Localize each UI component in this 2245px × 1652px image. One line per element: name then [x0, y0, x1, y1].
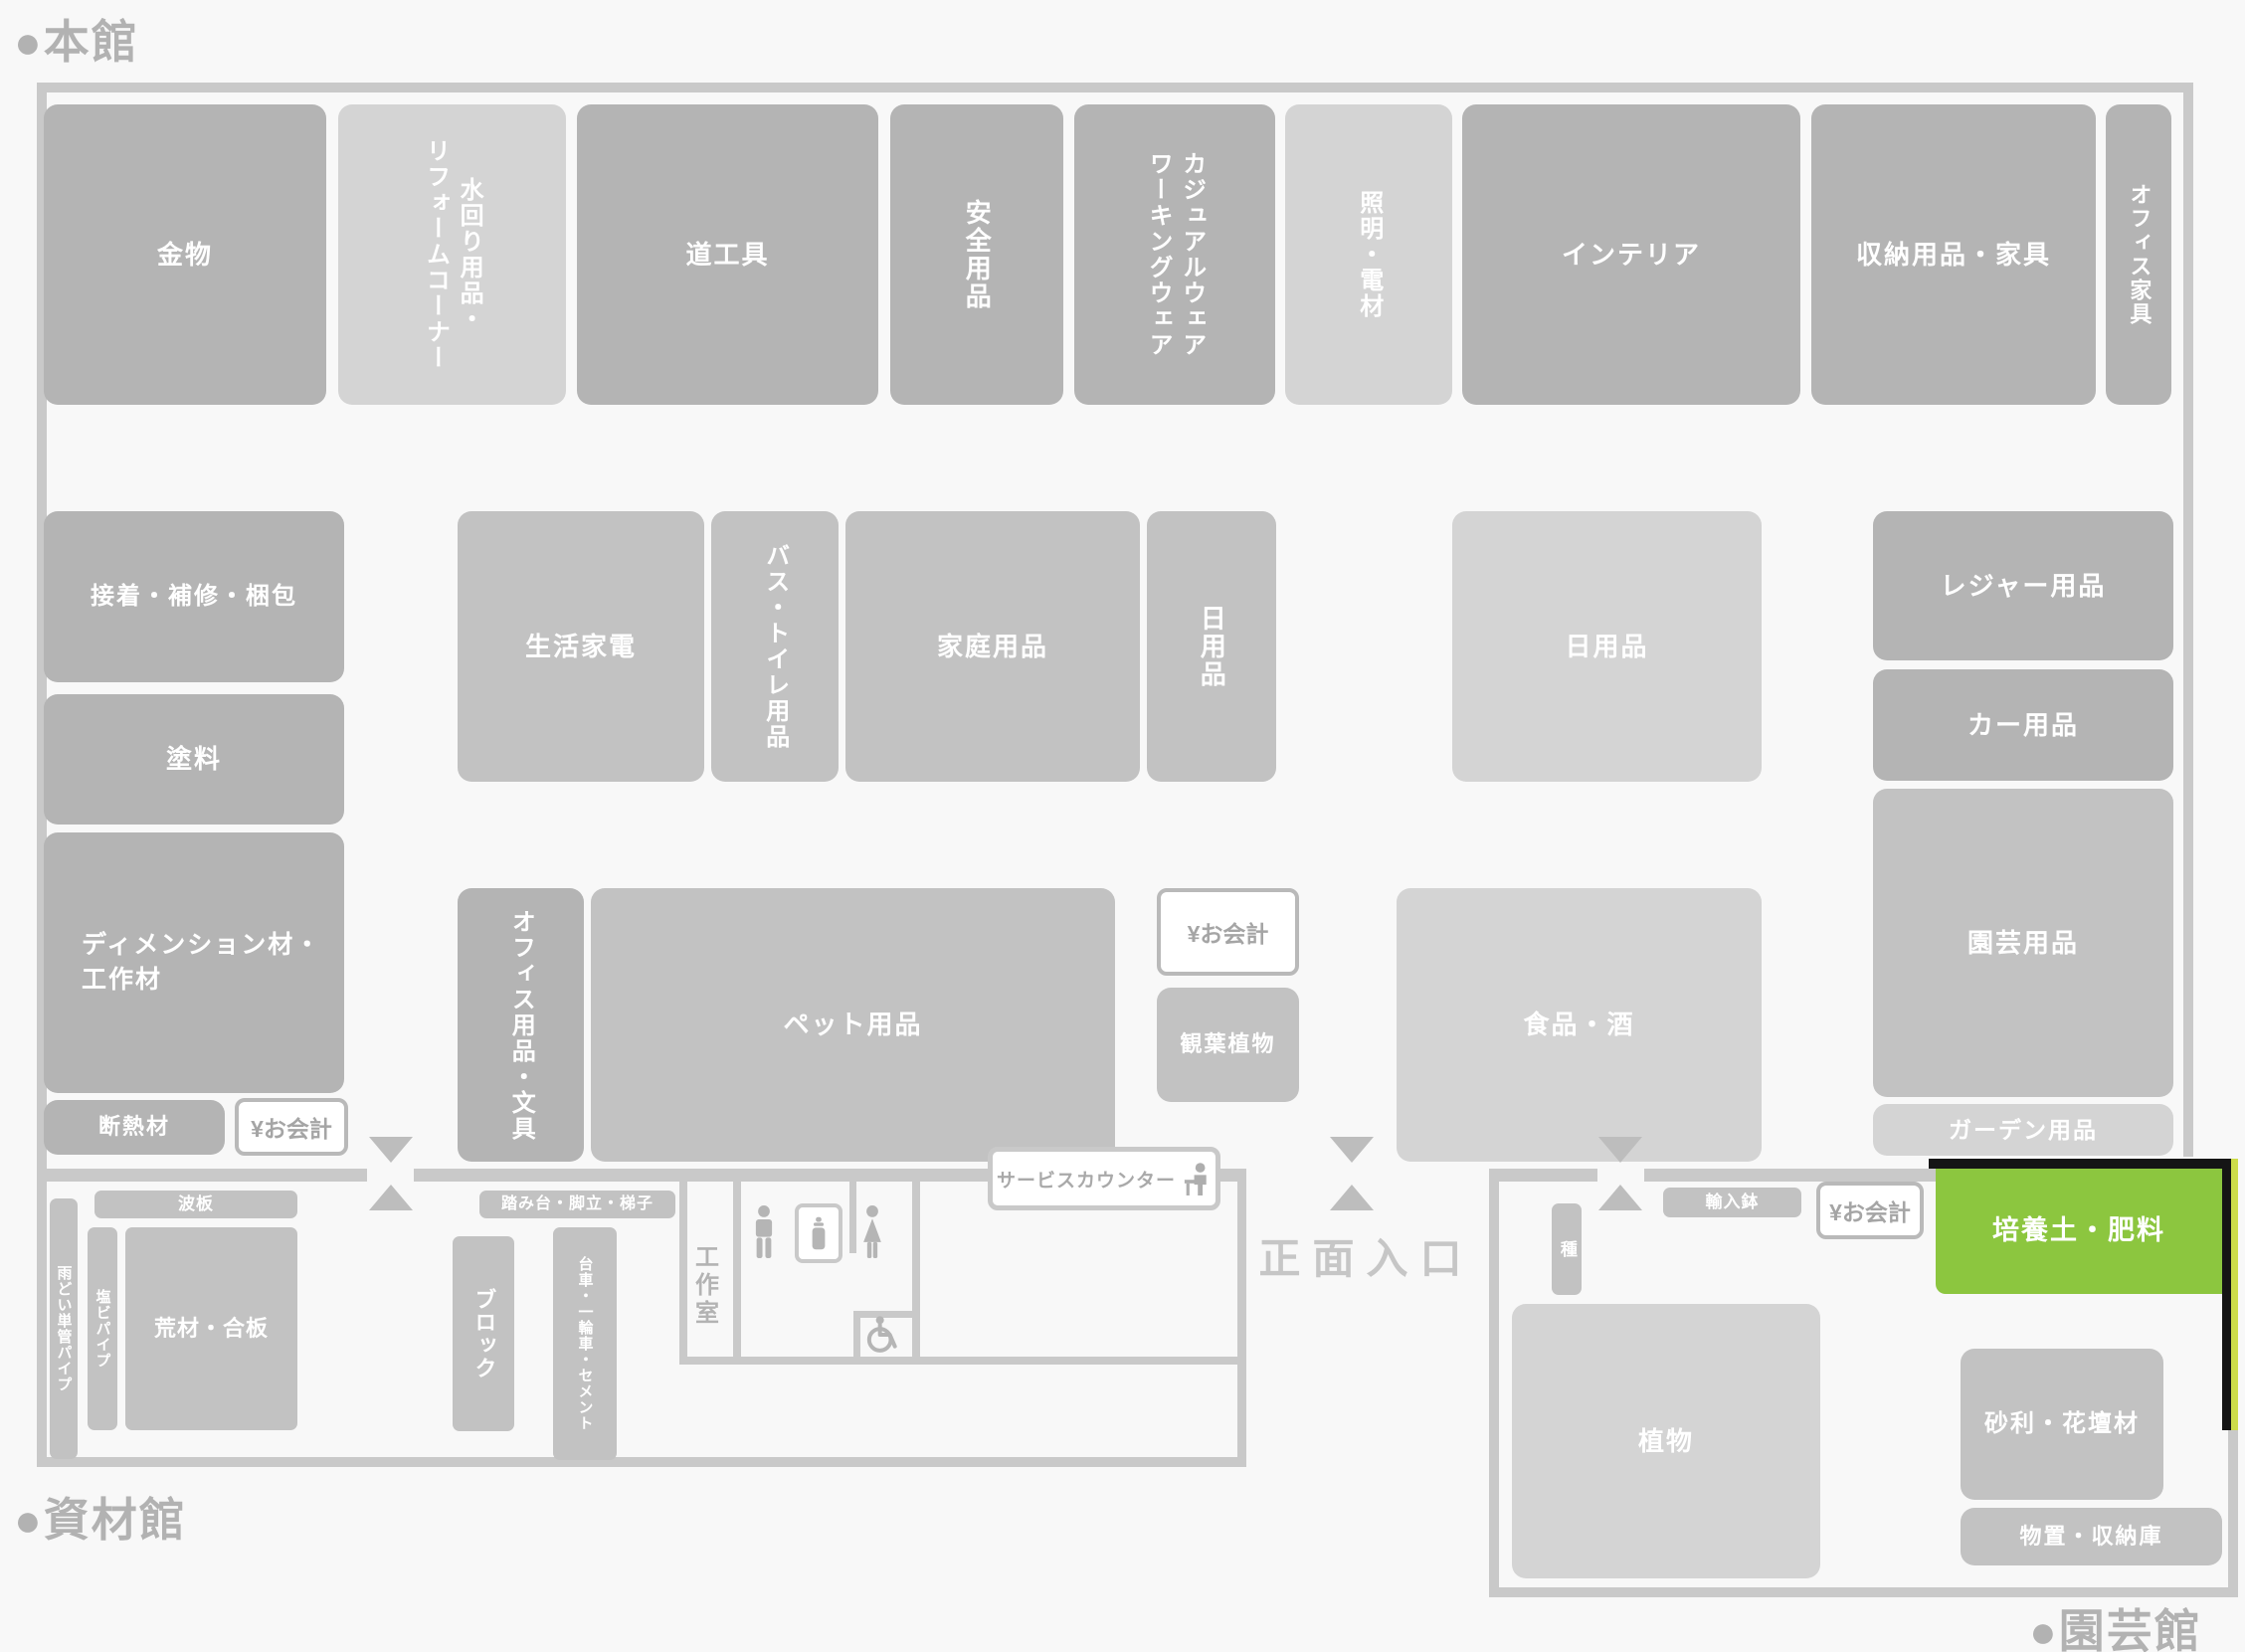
service-counter-label: サービスカウンター — [996, 1170, 1176, 1192]
dept-bath-toilet-goods[interactable]: バス・トイレ用品 — [711, 511, 839, 782]
dept-seeds[interactable]: 種 — [1552, 1203, 1582, 1295]
dept-gardening-goods[interactable]: 園芸用品 — [1873, 789, 2173, 1097]
dept-adhesives-repair-packing[interactable]: 接着・補修・梱包 — [44, 511, 344, 682]
outline-bottom-left — [37, 1457, 1246, 1467]
dept-storage-furniture[interactable]: 収納用品・家具 — [1811, 104, 2096, 405]
dept-lighting-electrical[interactable]: 照明・電材 — [1285, 104, 1452, 405]
outline-top — [37, 83, 2193, 92]
outline-left — [37, 83, 47, 1467]
dept-leisure-goods[interactable]: レジャー用品 — [1873, 511, 2173, 660]
dept-pet-supplies[interactable]: ペット用品 — [591, 888, 1115, 1162]
dept-pvc-pipes[interactable]: 塩ビパイプ — [88, 1227, 117, 1430]
dept-dimension-lumber[interactable]: ディメンション材・ 工作材 — [44, 832, 344, 1093]
passage-arrow-icon — [1598, 1137, 1642, 1163]
dept-garden-goods[interactable]: ガーデン用品 — [1873, 1104, 2173, 1156]
highlight-border-right — [2222, 1159, 2231, 1430]
service-counter: サービスカウンター — [988, 1147, 1220, 1210]
annex-bottom-wall — [1489, 1587, 2238, 1597]
dept-household-goods[interactable]: 家庭用品 — [845, 511, 1140, 782]
dept-interior[interactable]: インテリア — [1462, 104, 1800, 405]
dept-sheds-storage[interactable]: 物置・収納庫 — [1961, 1508, 2222, 1565]
passage-arrow-icon — [369, 1137, 413, 1163]
wheelchair-icon — [863, 1315, 903, 1355]
dept-office-furniture[interactable]: オフィス家具 — [2106, 104, 2171, 405]
restroom-wall — [853, 1311, 912, 1318]
dept-daily-goods-small[interactable]: 日用品 — [1147, 511, 1276, 782]
restroom-wall — [853, 1311, 860, 1357]
outline-right — [2183, 83, 2193, 1157]
dept-carts-cement[interactable]: 台車・一輪車・セメント — [553, 1227, 617, 1460]
passage-arrow-icon — [1330, 1185, 1374, 1210]
dept-potting-soil-fertilizer[interactable]: 培養土・肥料 — [1936, 1169, 2222, 1294]
corridor-band-segment — [47, 1169, 367, 1182]
dept-daily-goods-large[interactable]: 日用品 — [1452, 511, 1762, 782]
passage-arrow-icon — [1598, 1185, 1642, 1210]
highlight-border-top — [1929, 1159, 2231, 1169]
dept-paint[interactable]: 塗料 — [44, 694, 344, 825]
restroom-wall — [733, 1182, 741, 1357]
womens-restroom-icon — [857, 1205, 887, 1261]
baby-bottle-icon — [809, 1216, 829, 1250]
dept-car-goods[interactable]: カー用品 — [1873, 669, 2173, 781]
mens-restroom-icon — [749, 1205, 779, 1261]
hall-title-main-building: ●本館 — [14, 16, 139, 68]
checkout-counter-left: ¥お会計 — [235, 1098, 348, 1156]
dept-tools[interactable]: 道工具 — [577, 104, 878, 405]
dept-hardware[interactable]: 金物 — [44, 104, 326, 405]
dept-imported-pots[interactable]: 輸入鉢 — [1663, 1188, 1801, 1217]
dept-casual-workwear[interactable]: カジュアルウェア ワーキングウェア — [1074, 104, 1275, 405]
annex-right-wall — [2228, 1430, 2238, 1597]
workshop-label: 工作室 — [690, 1244, 718, 1328]
dept-blocks[interactable]: ブロック — [453, 1236, 514, 1431]
dept-stepladders[interactable]: 踏み台・脚立・梯子 — [479, 1191, 675, 1218]
dept-office-supplies-stationery[interactable]: オフィス用品・文具 — [458, 888, 584, 1162]
dept-corrugated-sheets[interactable]: 波板 — [94, 1191, 297, 1218]
dept-plants[interactable]: 植物 — [1512, 1304, 1820, 1578]
dept-rough-lumber-plywood[interactable]: 荒材・合板 — [125, 1227, 297, 1430]
dept-gutters-pipes[interactable]: 雨どい単管パイプ — [50, 1198, 78, 1459]
entrance-corridor-wall — [1237, 1169, 1246, 1457]
dept-home-appliances[interactable]: 生活家電 — [458, 511, 704, 782]
passage-arrow-icon — [369, 1185, 413, 1210]
hall-title-materials-building: ●資材館 — [14, 1494, 187, 1546]
annex-left-wall — [1489, 1169, 1499, 1597]
dept-houseplants[interactable]: 観葉植物 — [1157, 988, 1299, 1102]
checkout-counter-center: ¥お会計 — [1157, 888, 1299, 976]
corridor-band-segment — [1644, 1169, 1936, 1182]
checkout-counter-right: ¥お会計 — [1816, 1182, 1924, 1239]
passage-arrow-icon — [1330, 1137, 1374, 1163]
dept-plumbing-reform-corner[interactable]: 水回り用品・ リフォームコーナー — [338, 104, 566, 405]
highlight-accent-strip — [2231, 1159, 2238, 1430]
restroom-wall — [679, 1182, 687, 1365]
restroom-wall — [679, 1357, 1246, 1365]
dept-insulation[interactable]: 断熱材 — [44, 1100, 225, 1155]
dept-food-liquor[interactable]: 食品・酒 — [1397, 888, 1762, 1162]
nursing-room — [795, 1203, 842, 1263]
restroom-wall — [912, 1182, 920, 1365]
main-entrance-label: 正面入口 — [1258, 1234, 1474, 1282]
corridor-band-segment — [1499, 1169, 1597, 1182]
dept-gravel-flowerbed[interactable]: 砂利・花壇材 — [1961, 1349, 2163, 1500]
hall-title-garden-building: ●園芸館 — [2029, 1605, 2202, 1652]
person-at-counter-icon — [1182, 1162, 1212, 1195]
restroom-wall — [849, 1182, 856, 1253]
dept-safety-goods[interactable]: 安全用品 — [890, 104, 1063, 405]
